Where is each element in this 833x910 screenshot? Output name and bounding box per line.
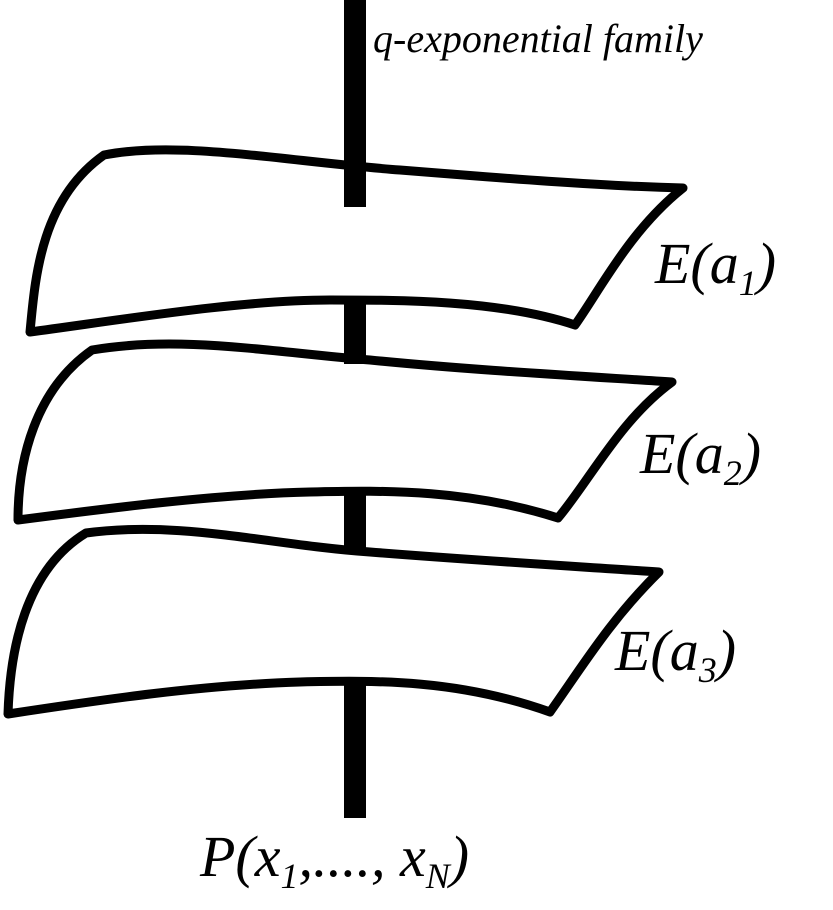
sheet-label-3-sub: 3 (698, 650, 717, 690)
axis-label: q-exponential family (373, 16, 703, 61)
point-label-close: ) (447, 824, 469, 889)
axis-segment-top (344, 0, 366, 206)
sheet-label-1-close: ) (754, 231, 776, 296)
axis-piercing-2 (344, 342, 366, 364)
sheet-label-1-sub: 1 (739, 263, 757, 303)
sheet-3-surface (3, 524, 664, 719)
sheet-2-surface (13, 339, 677, 525)
sheet-label-1-base: E(a (654, 231, 739, 296)
point-label-prefix: P(x (199, 824, 281, 889)
point-label-middle: ,...., x (299, 824, 427, 889)
axis-piercing-3 (344, 525, 366, 551)
point-label-sub2: N (425, 856, 452, 896)
point-label: P(x1,...., xN) (199, 824, 469, 896)
sheet-1 (25, 145, 688, 337)
sheet-label-2-base: E(a (639, 421, 724, 486)
sheet-label-3-base: E(a (614, 618, 699, 683)
sheet-label-2-close: ) (739, 421, 761, 486)
sheet-label-2-sub: 2 (724, 453, 742, 493)
sheet-1-surface (25, 145, 688, 337)
sheet-label-1: E(a1) (654, 231, 776, 303)
sheet-label-3-close: ) (714, 618, 736, 683)
sheet-3 (3, 524, 664, 719)
sheet-label-3: E(a3) (614, 618, 736, 690)
axis-piercing-1 (344, 155, 366, 207)
sheet-2 (13, 339, 677, 525)
axis-segment-bottom (344, 680, 366, 818)
sheet-label-2: E(a2) (639, 421, 761, 493)
point-label-sub1: 1 (281, 856, 299, 896)
